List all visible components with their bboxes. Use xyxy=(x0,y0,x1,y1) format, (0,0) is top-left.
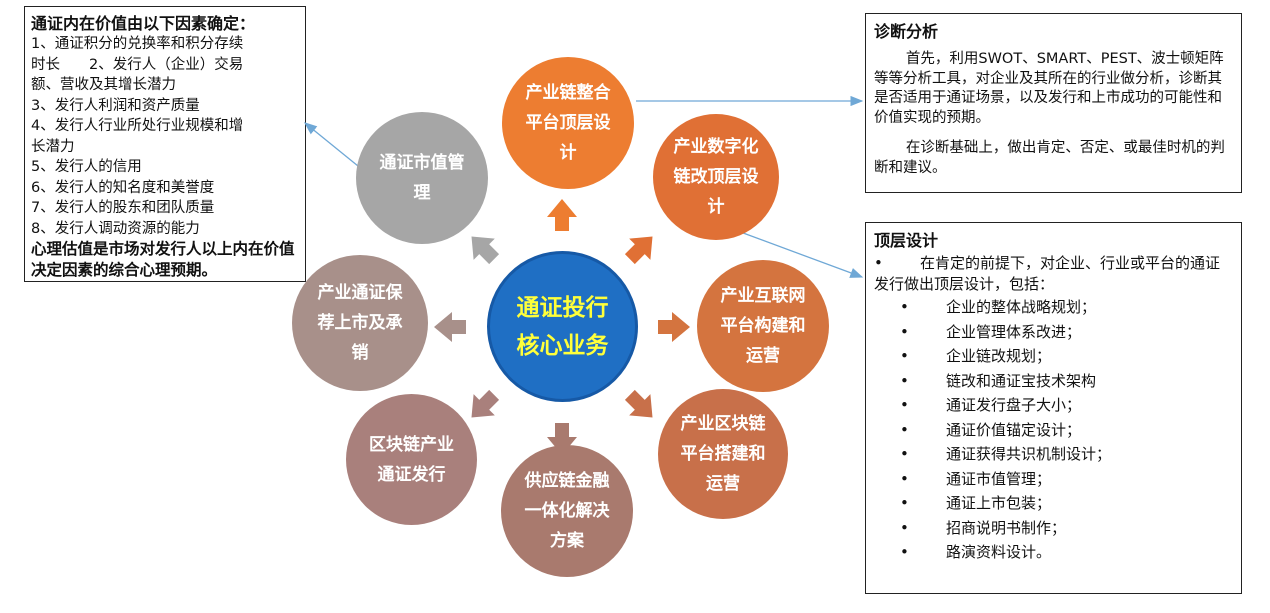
list-item: 企业链改规划； xyxy=(874,344,1233,369)
arrow-up-left xyxy=(471,236,500,265)
top-level-design-title: 顶层设计 xyxy=(874,231,939,250)
circle-supply-chain-finance: 供应链金融一体化解决方案 xyxy=(501,445,633,577)
arrow-down-left xyxy=(471,389,500,418)
list-item: 通证获得共识机制设计； xyxy=(874,442,1233,467)
diagnosis-title: 诊断分析 xyxy=(874,22,939,41)
arrow-up-right xyxy=(624,236,653,265)
factor-line: 7、发行人的股东和团队质量 xyxy=(31,200,215,216)
circle-industrial-internet-platform: 产业互联网平台构建和运营 xyxy=(697,260,829,392)
center-core-business: 通证投行核心业务 xyxy=(487,251,638,402)
list-item: 通证上市包装； xyxy=(874,491,1233,516)
circle-blockchain-token-issuance: 区块链产业通证发行 xyxy=(346,394,477,525)
top-level-design-intro: •在肯定的前提下，对企业、行业或平台的通证发行做出顶层设计，包括： xyxy=(874,254,1221,293)
factor-line: 4、发行人行业所处行业规模和增 xyxy=(31,118,244,134)
factor-line: 3、发行人利润和资产质量 xyxy=(31,97,200,114)
intrinsic-value-title: 通证内在价值由以下因素确定： xyxy=(31,14,256,33)
list-item: 企业管理体系改进； xyxy=(874,320,1233,345)
arrow-up xyxy=(547,199,577,231)
list-item: 招商说明书制作； xyxy=(874,516,1233,541)
list-item: 企业的整体战略规划； xyxy=(874,295,1233,320)
arrow-down-right xyxy=(624,389,653,418)
circle-industrial-blockchain-platform: 产业区块链平台搭建和运营 xyxy=(658,389,788,519)
list-item: 链改和通证宝技术架构 xyxy=(874,369,1233,394)
diagnosis-paragraph-1: 首先，利用SWOT、SMART、PEST、波士顿矩阵等等分析工具，对企业及其所在… xyxy=(874,51,1224,126)
diagnosis-paragraph-2: 在诊断基础上，做出肯定、否定、或最佳时机的判断和建议。 xyxy=(874,140,1225,176)
list-item: 通证市值管理； xyxy=(874,467,1233,492)
psychological-valuation-note: 心理估值是市场对发行人以上内在价值决定因素的综合心理预期。 xyxy=(31,240,295,279)
factor-line: 8、发行人调动资源的能力 xyxy=(31,220,200,237)
intrinsic-value-box: 通证内在价值由以下因素确定： 1、通证积分的兑换率和积分存续 时长 2、发行人（… xyxy=(24,6,306,282)
list-item: 通证发行盘子大小； xyxy=(874,393,1233,418)
list-item: 通证价值锚定设计； xyxy=(874,418,1233,443)
connector-to-top-design xyxy=(734,229,864,278)
factor-line: 时长 2、发行人（企业）交易 xyxy=(31,56,244,73)
list-item: 路演资料设计。 xyxy=(874,540,1233,565)
factor-line: 额、营收及其增长潜力 xyxy=(31,77,176,93)
factor-line: 1、通证积分的兑换率和积分存续 xyxy=(31,36,244,52)
connector-to-intrinsic-value xyxy=(303,122,359,167)
circle-industry-chain-integration: 产业链整合平台顶层设计 xyxy=(502,57,634,189)
circle-token-market-cap-management: 通证市值管理 xyxy=(356,112,488,244)
circle-token-listing-underwriting: 产业通证保荐上市及承销 xyxy=(292,255,428,391)
factor-line: 5、发行人的信用 xyxy=(31,159,142,175)
top-level-design-box: 顶层设计 •在肯定的前提下，对企业、行业或平台的通证发行做出顶层设计，包括： 企… xyxy=(865,222,1242,594)
arrow-down xyxy=(547,423,577,455)
diagnosis-box: 诊断分析 首先，利用SWOT、SMART、PEST、波士顿矩阵等等分析工具，对企… xyxy=(865,13,1242,193)
top-level-design-list: 企业的整体战略规划； 企业管理体系改进； 企业链改规划； 链改和通证宝技术架构 … xyxy=(874,295,1233,565)
factor-line: 6、发行人的知名度和美誉度 xyxy=(31,179,215,196)
arrow-left xyxy=(434,312,466,342)
factor-line: 长潜力 xyxy=(31,138,75,155)
circle-digital-chain-reform: 产业数字化链改顶层设计 xyxy=(653,114,779,240)
arrow-right xyxy=(658,312,690,342)
